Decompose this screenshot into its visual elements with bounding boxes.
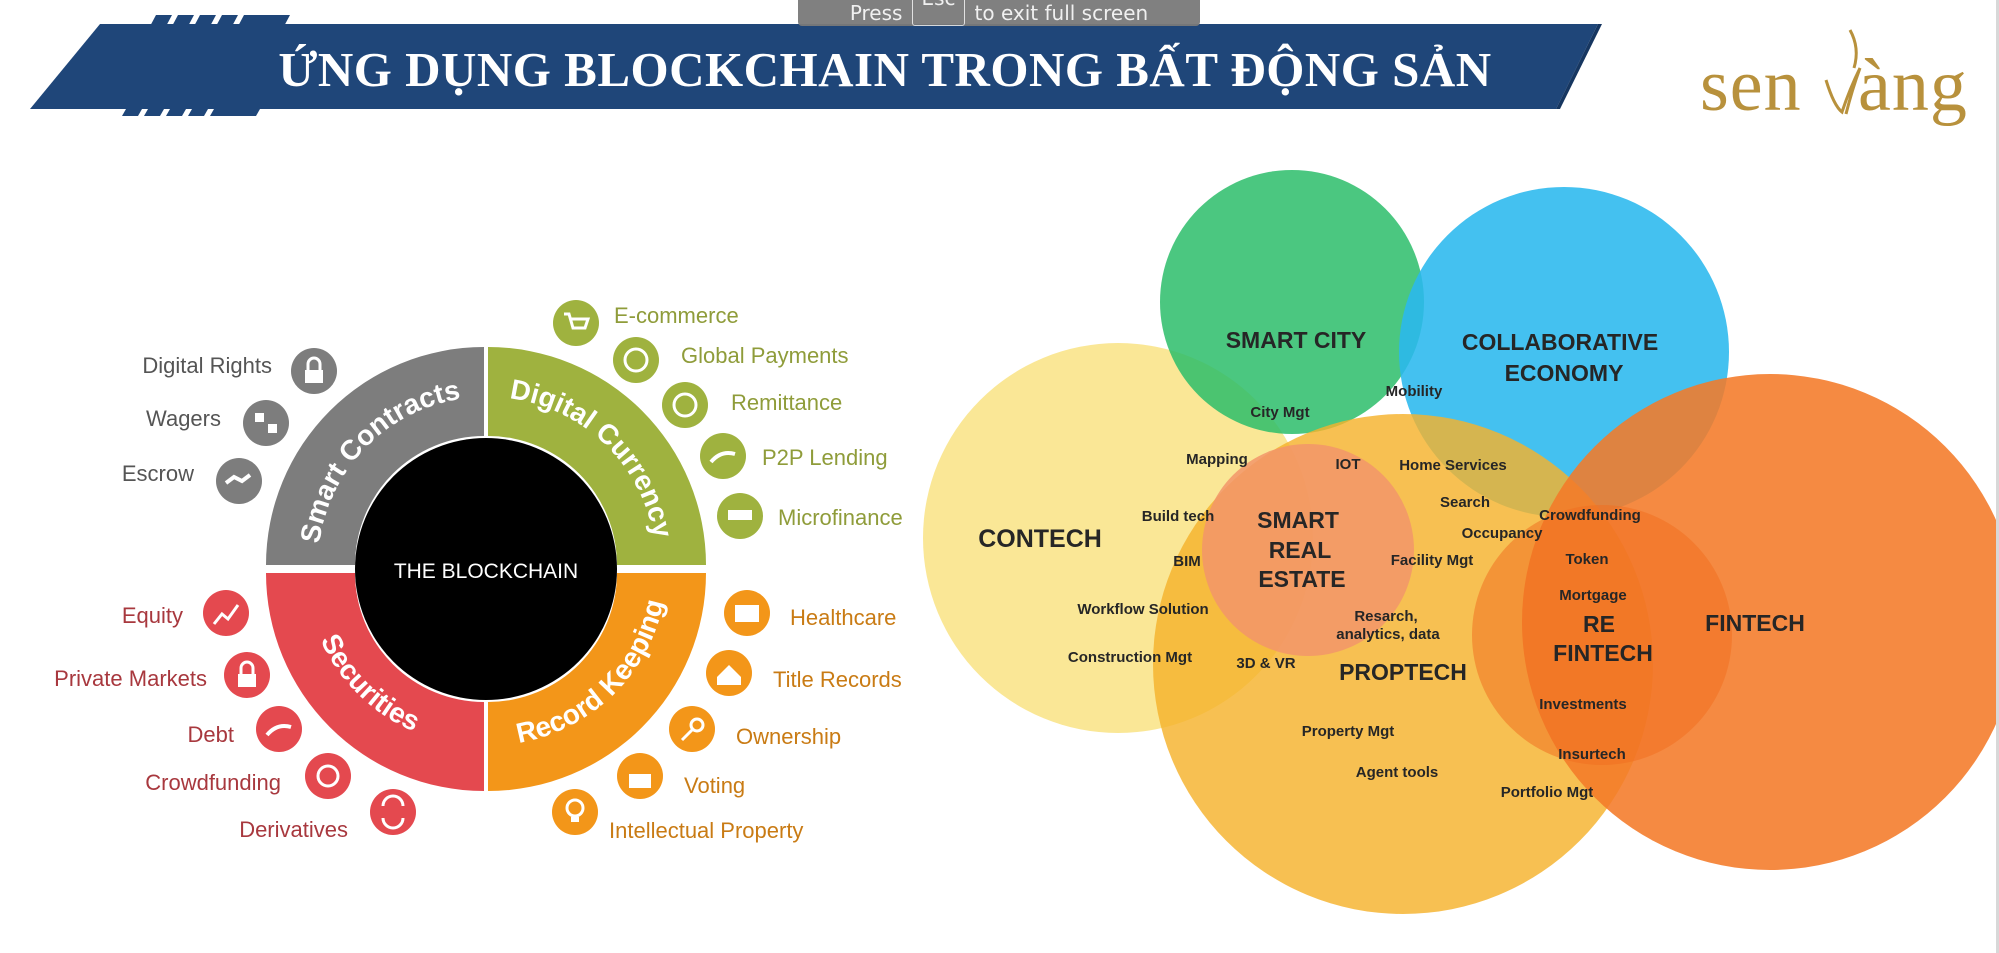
term-agent-tools: Agent tools <box>1356 764 1439 781</box>
term-mortgage: Mortgage <box>1559 587 1627 604</box>
swap-icon <box>370 789 416 835</box>
venn-circle-smart-real-estate <box>1202 444 1414 656</box>
term-search: Search <box>1440 494 1490 511</box>
term-3d-vr: 3D & VR <box>1236 655 1295 672</box>
term-property-mgt: Property Mgt <box>1302 723 1395 740</box>
label-collaborative: COLLABORATIVE <box>1462 329 1658 355</box>
term-build-tech: Build tech <box>1142 508 1215 525</box>
item-private-markets: Private Markets <box>54 666 207 691</box>
term-investments: Investments <box>1539 696 1627 713</box>
item-voting: Voting <box>684 773 745 798</box>
segment-digital-currency <box>488 347 706 565</box>
label-fintech: FINTECH <box>1705 610 1805 636</box>
item-remittance: Remittance <box>731 390 842 415</box>
lotus-logo-icon: sen àng <box>1700 29 1968 127</box>
term-mapping: Mapping <box>1186 451 1248 468</box>
segment-smart-contracts <box>266 347 484 565</box>
item-debt: Debt <box>188 722 234 747</box>
term-crowdfunding: Crowdfunding <box>1539 507 1641 524</box>
esc-key-badge[interactable]: Esc <box>912 0 965 26</box>
term-iot: IOT <box>1336 456 1361 473</box>
term-facility-mgt: Facility Mgt <box>1391 552 1474 569</box>
term-analytics: analytics, data <box>1336 626 1440 643</box>
item-healthcare: Healthcare <box>790 605 896 630</box>
item-global-payments: Global Payments <box>681 343 849 368</box>
center-label: THE BLOCKCHAIN <box>394 560 578 583</box>
item-derivatives: Derivatives <box>239 817 348 842</box>
term-city-mgt: City Mgt <box>1250 404 1309 421</box>
item-title-records: Title Records <box>773 667 902 692</box>
fullscreen-hint-suffix: to exit full screen <box>974 1 1149 25</box>
venn-circle-re-fintech <box>1472 505 1732 765</box>
venn-circle-smart-city <box>1160 170 1424 434</box>
item-escrow: Escrow <box>122 461 194 486</box>
page-title: ỨNG DỤNG BLOCKCHAIN TRONG BẤT ĐỘNG SẢN <box>278 42 1492 97</box>
item-microfinance: Microfinance <box>778 505 903 530</box>
label-smart-city: SMART CITY <box>1226 327 1367 353</box>
label-smart: SMART <box>1257 507 1339 533</box>
label-economy: ECONOMY <box>1505 360 1624 386</box>
logo-text-right: àng <box>1858 45 1968 127</box>
hand-money-icon <box>256 706 302 752</box>
item-crowdfunding: Crowdfunding <box>145 770 281 795</box>
term-home-services: Home Services <box>1399 457 1507 474</box>
fullscreen-hint: Press Esc to exit full screen <box>798 0 1200 26</box>
label-estate: ESTATE <box>1258 566 1345 592</box>
blockchain-wheel: THE BLOCKCHAIN Smart Contracts Digital C… <box>266 347 706 791</box>
item-digital-rights: Digital Rights <box>142 353 272 378</box>
item-ecommerce: E-commerce <box>614 303 739 328</box>
term-portfolio-mgt: Portfolio Mgt <box>1501 784 1593 801</box>
proptech-venn: CONTECH SMART CITY COLLABORATIVE ECONOMY… <box>923 170 1999 914</box>
item-p2p-lending: P2P Lending <box>762 445 888 470</box>
term-workflow-solution: Workflow Solution <box>1077 601 1208 618</box>
item-intellectual-property: Intellectual Property <box>609 818 803 843</box>
label-proptech: PROPTECH <box>1339 659 1467 685</box>
people-icon <box>305 753 351 799</box>
item-ownership: Ownership <box>736 724 841 749</box>
label-re-fintech-word: FINTECH <box>1553 640 1653 666</box>
lightbulb-icon <box>552 789 598 835</box>
fullscreen-hint-press: Press <box>849 1 903 25</box>
label-contech: CONTECH <box>978 525 1102 553</box>
term-research: Resarch, <box>1354 608 1417 625</box>
dice-icon <box>243 400 289 446</box>
term-bim: BIM <box>1173 553 1201 570</box>
label-real: REAL <box>1269 537 1332 563</box>
slide-edge <box>1996 0 1999 953</box>
segment-record-keeping <box>488 573 706 791</box>
hand-money-icon <box>700 433 746 479</box>
logo: sen àng <box>1700 28 1990 138</box>
term-mobility: Mobility <box>1386 383 1443 400</box>
item-wagers: Wagers <box>146 406 221 431</box>
term-token: Token <box>1565 551 1608 568</box>
globe-icon <box>613 337 659 383</box>
chart-up-icon <box>203 590 249 636</box>
cart-icon <box>553 300 599 346</box>
term-construction-mgt: Construction Mgt <box>1068 649 1192 666</box>
label-re: RE <box>1583 611 1615 637</box>
logo-text-left: sen <box>1700 45 1802 127</box>
segment-securities <box>266 573 484 791</box>
blockchain-center <box>355 438 617 700</box>
term-insurtech: Insurtech <box>1558 746 1626 763</box>
term-occupancy: Occupancy <box>1462 525 1544 542</box>
globe-money-icon <box>662 382 708 428</box>
item-equity: Equity <box>122 603 183 628</box>
